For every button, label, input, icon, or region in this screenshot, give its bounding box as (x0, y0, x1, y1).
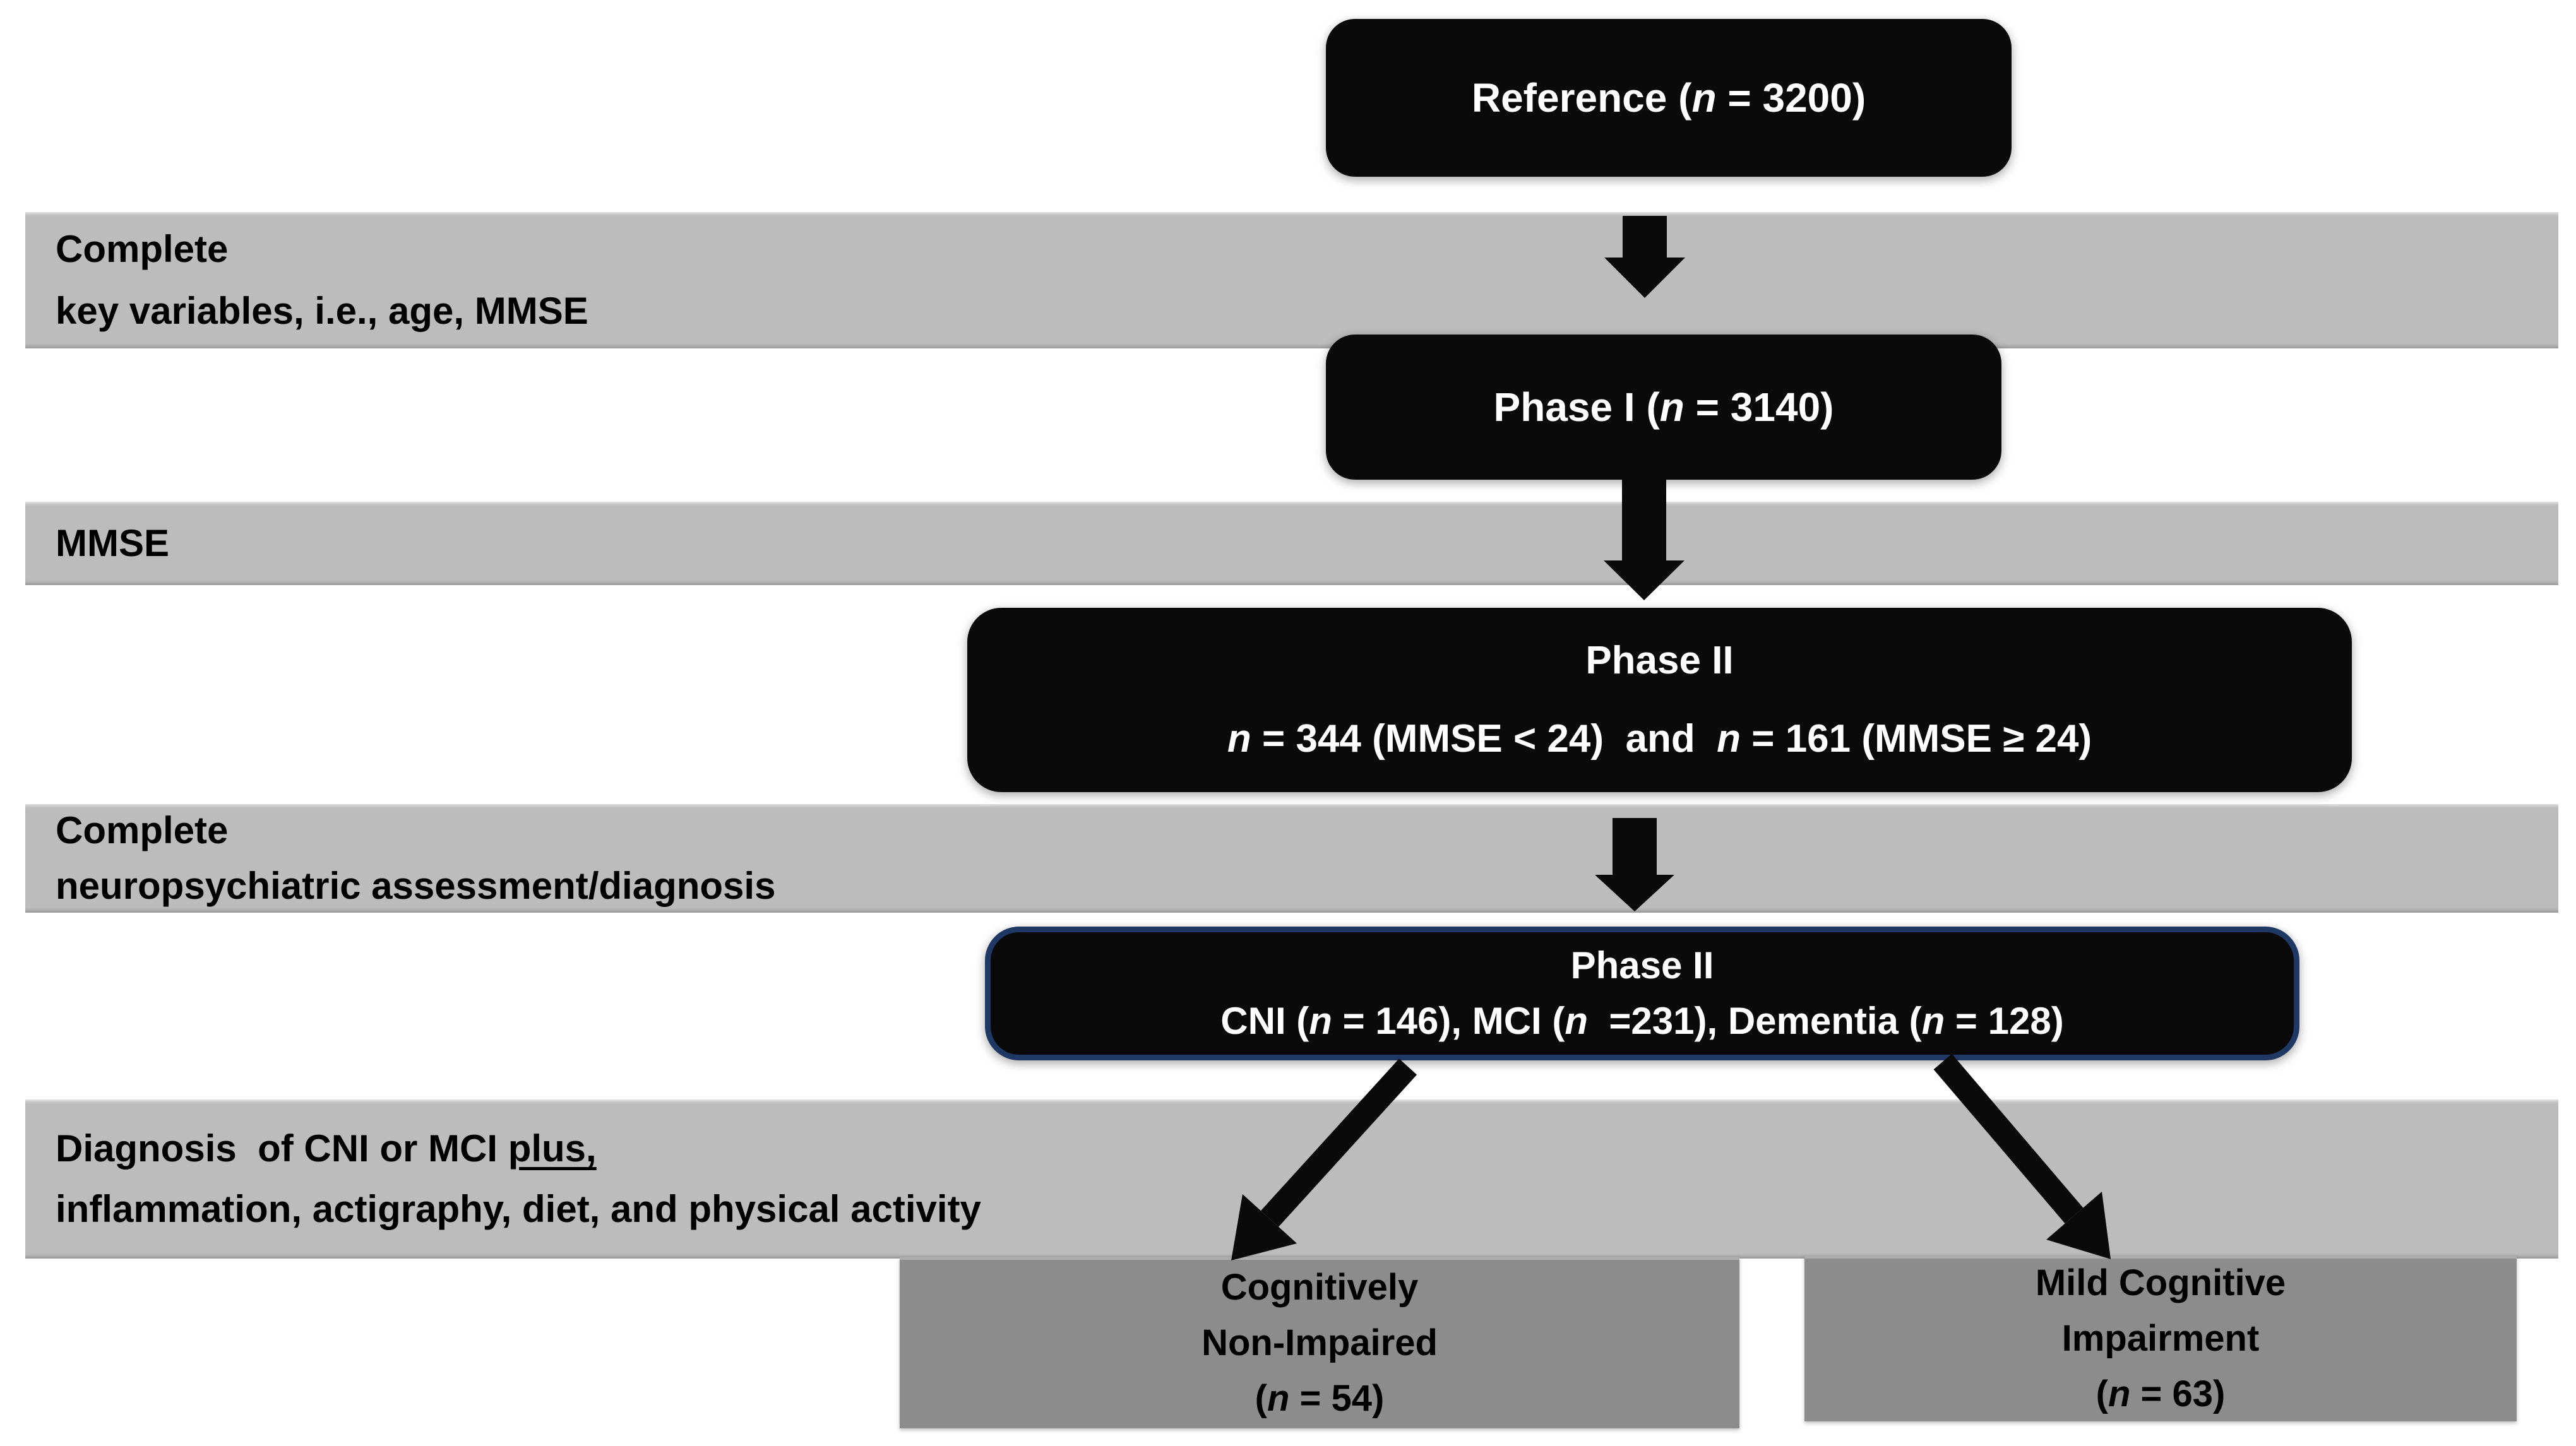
mild-cognitive-impairment-box: Mild Cognitive Impairment (n = 63) (1804, 1256, 2517, 1421)
reference-label: Reference (n = 3200) (1471, 75, 1866, 121)
band4-line2: inflammation, actigraphy, diet, and phys… (56, 1188, 981, 1230)
band2-line1: MMSE (56, 522, 169, 564)
band-diagnosis-plus-measures: Diagnosis of CNI or MCI plus, inflammati… (25, 1099, 2558, 1259)
band1-line1: Complete (56, 228, 229, 270)
cni-line1: Cognitively (1220, 1266, 1419, 1308)
reference-box: Reference (n = 3200) (1326, 19, 2012, 177)
phase2a-title: Phase II (1585, 639, 1734, 682)
band3-line1: Complete (56, 809, 229, 851)
band-mmse: MMSE (25, 502, 2558, 585)
band1-line2: key variables, i.e., age, MMSE (56, 290, 588, 332)
cni-line3: (n = 54) (1255, 1377, 1385, 1419)
band-complete-neuropsychiatric: Complete neuropsychiatric assessment/dia… (25, 804, 2558, 913)
phase1-box: Phase I (n = 3140) (1326, 335, 2001, 480)
phase2b-title: Phase II (1570, 944, 1714, 987)
mci-line2: Impairment (2061, 1318, 2260, 1359)
phase2a-detail: n = 344 (MMSE < 24) and n = 161 (MMSE ≥ … (1227, 717, 2092, 761)
mci-line3: (n = 63) (2096, 1373, 2226, 1414)
band4-line1: Diagnosis of CNI or MCI plus, (56, 1118, 2558, 1179)
phase2b-detail: CNI (n = 146), MCI (n =231), Dementia (n… (1220, 1000, 2064, 1042)
band3-line2: neuropsychiatric assessment/diagnosis (56, 865, 776, 907)
phase2-diagnosis-box: Phase II CNI (n = 146), MCI (n =231), De… (985, 927, 2299, 1060)
phase2-screening-box: Phase II n = 344 (MMSE < 24) and n = 161… (967, 608, 2352, 792)
cni-line2: Non-Impaired (1202, 1322, 1438, 1363)
band4-line1-prefix: Diagnosis of CNI or MCI (56, 1127, 508, 1170)
cognitively-non-impaired-box: Cognitively Non-Impaired (n = 54) (900, 1257, 1739, 1428)
mci-line1: Mild Cognitive (2035, 1262, 2286, 1303)
phase1-label: Phase I (n = 3140) (1493, 384, 1834, 430)
band4-line1-underlined: plus, (508, 1127, 597, 1170)
band-complete-key-variables: Complete key variables, i.e., age, MMSE (25, 212, 2558, 348)
